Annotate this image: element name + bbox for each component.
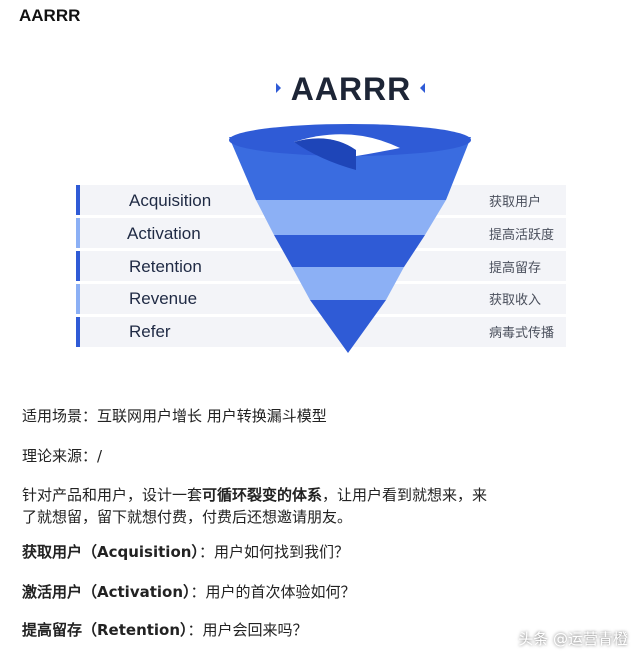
row-accent-activation xyxy=(76,218,80,248)
q2-title: 激活用户（Activation） xyxy=(22,583,191,601)
row-label-revenue: Revenue xyxy=(129,289,197,308)
row-accent-refer xyxy=(76,317,80,347)
desc-part-c: 了就想留，留下就想付费，付费后还想邀请朋友。 xyxy=(22,508,353,526)
funnel-band-2 xyxy=(256,200,446,235)
description-paragraph: 针对产品和用户，设计一套可循环裂变的体系，让用户看到就想来，来 了就想留，留下就… xyxy=(22,484,487,528)
funnel-band-3 xyxy=(274,235,425,267)
row-label-refer: Refer xyxy=(129,322,171,341)
funnel xyxy=(229,124,471,353)
funnel-inner-band xyxy=(294,138,356,170)
q1-text: ：用户如何找到我们？ xyxy=(198,543,349,561)
q3-title: 提高留存（Retention） xyxy=(22,621,188,639)
row-cn-activation: 提高活跃度 xyxy=(489,227,554,243)
row-bg-refer xyxy=(76,317,566,347)
scene-line: 适用场景：互联网用户增长 用户转换漏斗模型 xyxy=(22,407,327,425)
row-label-retention: Retention xyxy=(129,257,202,276)
question-retention: 提高留存（Retention）：用户会回来吗？ xyxy=(22,619,308,641)
row-cn-revenue: 获取收入 xyxy=(489,293,541,308)
page-heading: AARRR xyxy=(19,6,81,25)
desc-part-a: 针对产品和用户，设计一套 xyxy=(22,486,203,504)
row-accent-revenue xyxy=(76,284,80,314)
right-arrow-icon xyxy=(420,83,425,93)
row-cn-refer: 病毒式传播 xyxy=(489,326,554,341)
question-acquisition: 获取用户（Acquisition）：用户如何找到我们？ xyxy=(22,541,349,563)
q3-text: ：用户会回来吗？ xyxy=(187,621,308,639)
row-accent-retention xyxy=(76,251,80,281)
aarrr-funnel-diagram: AARRR Acquisition Activation Retention R… xyxy=(76,71,566,353)
watermark: 头条 @运营青橙 xyxy=(518,630,628,648)
q2-text: ：用户的首次体验如何？ xyxy=(190,583,356,601)
q1-title: 获取用户（Acquisition） xyxy=(22,543,199,561)
source-line: 理论来源：/ xyxy=(22,447,103,465)
diagram-title: AARRR xyxy=(291,71,412,107)
desc-bold: 可循环裂变的体系 xyxy=(202,486,323,504)
desc-part-b: ，让用户看到就想来，来 xyxy=(322,486,488,504)
row-cn-retention: 提高留存 xyxy=(489,260,541,276)
row-cn-acquisition: 获取用户 xyxy=(489,194,541,210)
question-activation: 激活用户（Activation）：用户的首次体验如何？ xyxy=(22,581,356,603)
funnel-band-5 xyxy=(310,300,386,353)
row-label-activation: Activation xyxy=(127,224,201,243)
row-accent-acquisition xyxy=(76,185,80,215)
funnel-band-4 xyxy=(292,267,404,300)
row-label-acquisition: Acquisition xyxy=(129,191,211,210)
left-arrow-icon xyxy=(276,83,281,93)
